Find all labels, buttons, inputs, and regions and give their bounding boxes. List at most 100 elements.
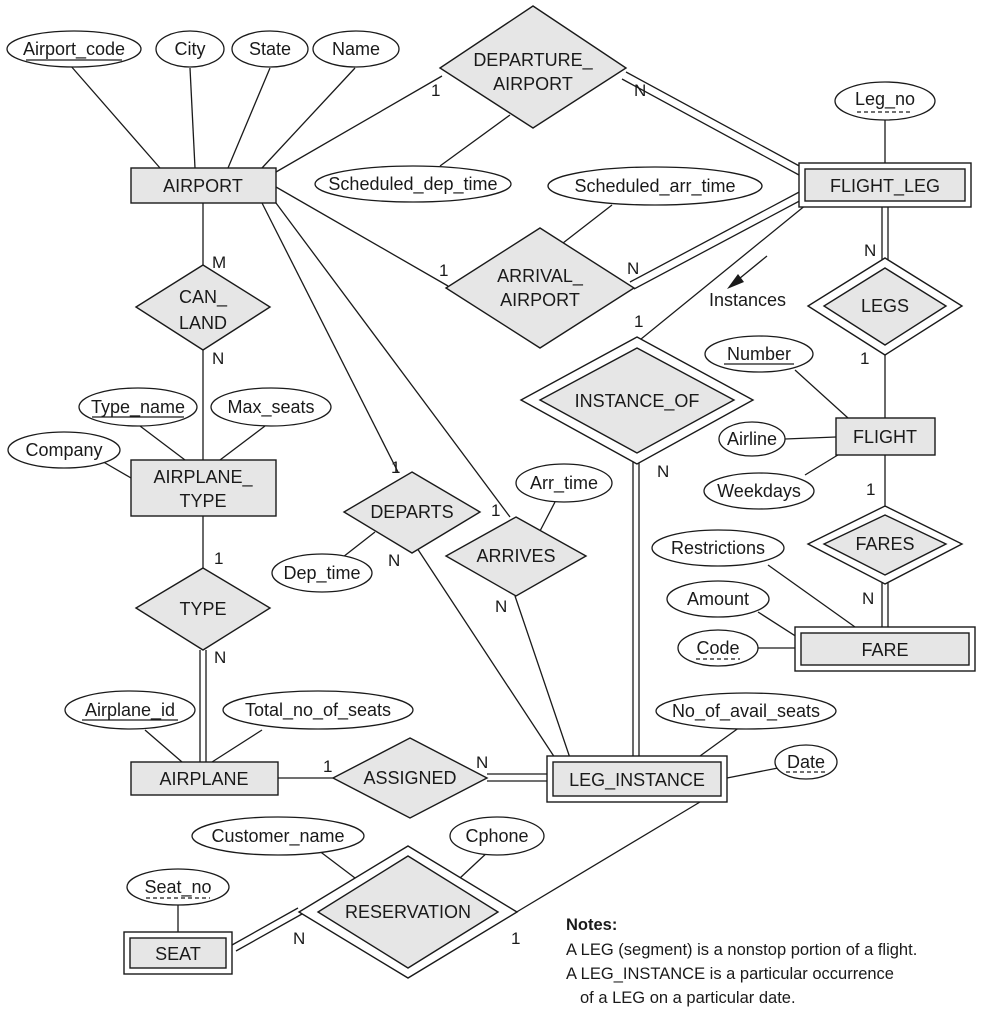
cardinality-instanceof-leginstance: N <box>657 462 669 481</box>
entity-label-line2: TYPE <box>179 491 226 511</box>
attribute-label: Airline <box>727 429 777 449</box>
cardinality-legs-flightleg: N <box>864 241 876 260</box>
cardinality-fares-fare: N <box>862 589 874 608</box>
attribute-label: Max_seats <box>227 397 314 418</box>
attribute-total-no-of-seats[interactable]: Total_no_of_seats <box>222 690 414 730</box>
relationship-label-line2: LAND <box>179 313 227 333</box>
attribute-label: Company <box>25 440 102 460</box>
attribute-label: Arr_time <box>530 473 598 494</box>
notes-block: Notes: A LEG (segment) is a nonstop port… <box>566 916 917 1007</box>
attribute-label: Dep_time <box>283 563 360 584</box>
relationship-type[interactable]: TYPE <box>134 567 272 651</box>
relationship-arrival-airport[interactable]: ARRIVAL_ AIRPORT <box>444 227 636 349</box>
attribute-label: Amount <box>687 589 749 609</box>
notes-line-2: A LEG_INSTANCE is a particular occurrenc… <box>566 965 894 983</box>
relationship-can-land[interactable]: CAN_ LAND <box>134 264 272 351</box>
relationship-assigned[interactable]: ASSIGNED <box>331 737 489 819</box>
entity-airport[interactable]: AIRPORT <box>130 167 277 204</box>
attribute-restrictions[interactable]: Restrictions <box>651 529 785 567</box>
relationship-label: RESERVATION <box>345 902 471 922</box>
entity-label: AIRPLANE <box>159 769 248 789</box>
notes-line-1: A LEG (segment) is a nonstop portion of … <box>566 941 917 959</box>
relationship-departure-airport[interactable]: DEPARTURE_ AIRPORT <box>438 5 628 129</box>
attribute-no-of-avail-seats[interactable]: No_of_avail_seats <box>655 692 837 730</box>
relationship-label-line1: CAN_ <box>179 287 228 308</box>
cardinality-reservation-leginstance: 1 <box>511 929 520 948</box>
attribute-state[interactable]: State <box>231 30 309 68</box>
relationship-departs[interactable]: DEPARTS <box>342 471 482 554</box>
entity-label: FLIGHT_LEG <box>830 176 940 197</box>
attribute-leg-no[interactable]: Leg_no <box>834 81 936 121</box>
attribute-label: Scheduled_dep_time <box>328 174 497 195</box>
cardinality-type-airplanetype: 1 <box>214 549 223 568</box>
attribute-name[interactable]: Name <box>312 30 400 68</box>
cardinality-departs-airport: 1 <box>391 458 400 477</box>
relationship-label: DEPARTS <box>370 502 453 522</box>
attribute-weekdays[interactable]: Weekdays <box>703 472 815 510</box>
relationship-label-line2: AIRPORT <box>493 74 573 94</box>
cardinality-canland-type: N <box>212 349 224 368</box>
attribute-airplane-id[interactable]: Airplane_id <box>64 690 196 730</box>
instances-arrow-head <box>727 274 744 289</box>
cardinality-arrives-leginstance: N <box>495 597 507 616</box>
attribute-label: Leg_no <box>855 89 915 110</box>
attribute-type-name[interactable]: Type_name <box>78 387 198 427</box>
entity-fare[interactable]: FARE <box>794 626 976 672</box>
relationship-fares[interactable]: FARES <box>806 505 964 585</box>
entity-seat[interactable]: SEAT <box>123 931 233 975</box>
cardinality-reservation-seat: N <box>293 929 305 948</box>
attribute-scheduled-dep-time[interactable]: Scheduled_dep_time <box>314 165 512 203</box>
attribute-code[interactable]: Code <box>677 629 759 667</box>
attribute-label: Number <box>727 344 791 364</box>
relationship-instance-of[interactable]: INSTANCE_OF <box>519 336 755 465</box>
attribute-company[interactable]: Company <box>7 431 121 469</box>
entity-flight-leg[interactable]: FLIGHT_LEG <box>798 162 972 208</box>
cardinality-labels: 1 N 1 N M N N 1 1 N 1 N 1 N 1 N 1 N 1 N … <box>212 81 876 948</box>
attribute-airline[interactable]: Airline <box>718 421 786 457</box>
cardinality-assigned-leginstance: N <box>476 753 488 772</box>
attribute-customer-name[interactable]: Customer_name <box>191 816 365 856</box>
attribute-label: State <box>249 39 291 59</box>
notes-line-3: of a LEG on a particular date. <box>580 989 796 1007</box>
attribute-amount[interactable]: Amount <box>666 580 770 618</box>
cardinality-assigned-airplane: 1 <box>323 757 332 776</box>
attribute-number[interactable]: Number <box>704 335 814 373</box>
relationship-label: TYPE <box>179 599 226 619</box>
attribute-label: Weekdays <box>717 481 801 501</box>
attribute-scheduled-arr-time[interactable]: Scheduled_arr_time <box>547 166 763 206</box>
relationship-arrives[interactable]: ARRIVES <box>444 516 588 597</box>
attribute-arr-time[interactable]: Arr_time <box>515 463 613 503</box>
attribute-airport-code[interactable]: Airport_code <box>6 30 142 68</box>
relationship-label: ASSIGNED <box>363 768 456 788</box>
attribute-seat-no[interactable]: Seat_no <box>126 868 230 906</box>
entity-leg-instance[interactable]: LEG_INSTANCE <box>546 755 728 803</box>
instances-label: Instances <box>709 290 786 310</box>
attribute-label: Airport_code <box>23 39 125 60</box>
entity-label: FLIGHT <box>853 427 917 447</box>
attribute-label: Date <box>787 752 825 772</box>
relationship-reservation[interactable]: RESERVATION <box>297 845 519 979</box>
attribute-cphone[interactable]: Cphone <box>449 816 545 856</box>
cardinality-canland-airport: M <box>212 253 226 272</box>
attribute-max-seats[interactable]: Max_seats <box>210 387 332 427</box>
attribute-dep-time[interactable]: Dep_time <box>271 553 373 593</box>
entity-label-line1: AIRPLANE_ <box>153 467 253 488</box>
entity-airplane[interactable]: AIRPLANE <box>130 761 279 796</box>
cardinality-instanceof-flightleg: 1 <box>634 312 643 331</box>
attribute-date[interactable]: Date <box>774 744 838 780</box>
entity-flight[interactable]: FLIGHT <box>835 417 936 456</box>
attribute-label: Code <box>696 638 739 658</box>
attribute-label: Restrictions <box>671 538 765 558</box>
attribute-city[interactable]: City <box>155 30 225 68</box>
entity-label: LEG_INSTANCE <box>569 770 705 791</box>
entity-airplane-type[interactable]: AIRPLANE_ TYPE <box>130 459 277 517</box>
attribute-label: Cphone <box>465 826 528 846</box>
cardinality-dep-airport-side: 1 <box>431 81 440 100</box>
entity-label: AIRPORT <box>163 176 243 196</box>
cardinality-departs-leginstance: N <box>388 551 400 570</box>
relationship-legs[interactable]: LEGS <box>806 257 964 356</box>
notes-heading: Notes: <box>566 916 617 934</box>
attribute-label: Name <box>332 39 380 59</box>
attribute-label: City <box>175 39 206 59</box>
